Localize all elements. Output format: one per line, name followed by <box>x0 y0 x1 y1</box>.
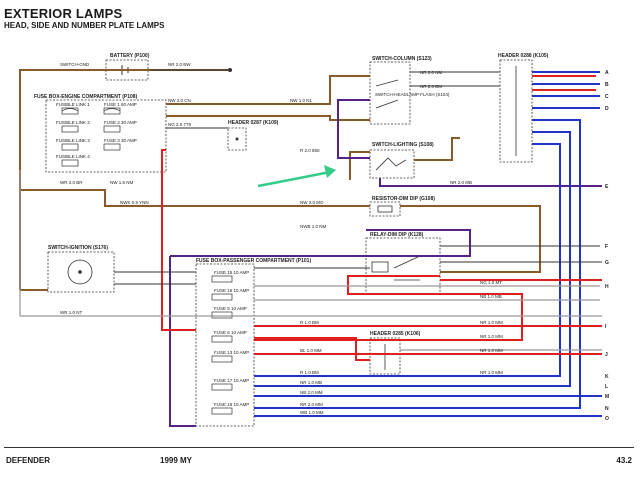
terminal-label: O <box>605 416 609 422</box>
black-wires <box>114 69 602 285</box>
wire-labels: SWITCH-GND NR 2.0 BW NW 2.0 CN NG 2.0 77… <box>60 62 503 415</box>
fuse-label: FUSIBLE LINK 2 <box>56 120 90 125</box>
wire-label: NG 2.0 779 <box>168 122 192 127</box>
terminal-label: A <box>605 70 609 76</box>
fuse-label: FUSE 17 10 AMP <box>214 378 249 383</box>
battery-component: BATTERY (P100) <box>105 53 150 81</box>
red-wires <box>161 75 602 361</box>
fuse-label: FUSIBLE LINK 1 <box>56 102 90 107</box>
fuse-label: FUSE 3 30 AMP <box>104 138 137 143</box>
wire-label: NR 2.0 BW <box>168 62 191 67</box>
wire-label: R 2.0 850 <box>300 148 320 153</box>
wire-label: NR 1.0 MM <box>480 334 503 339</box>
header-k106-label: HEADER 0285 (K106) <box>370 331 421 337</box>
fusebox-passenger-label: FUSE BOX-PASSENGER COMPARTMENT (P101) <box>196 258 311 264</box>
switch-lighting-label: SWITCH-LIGHTING (S108) <box>372 142 434 148</box>
wire-label: NW 1.0 N1 <box>290 98 313 103</box>
terminal-label: H <box>605 284 609 290</box>
green-arrow-icon <box>257 165 336 188</box>
header-k105-label: HEADER 0288 (K105) <box>498 53 549 59</box>
header-k105: HEADER 0288 (K105) <box>498 53 549 163</box>
terminal-label: M <box>605 394 609 400</box>
wire-label: WR 1.0 NT <box>60 310 83 315</box>
header-k106: HEADER 0285 (K106) <box>369 331 421 375</box>
terminal-label: I <box>605 324 607 330</box>
fuse-label: FUSIBLE LINK 3 <box>56 138 90 143</box>
wire-label: NW 2.0 CN <box>168 98 191 103</box>
wire-label: NG 1.0 MT <box>480 280 502 285</box>
wire-label: WR 2.0 BR <box>60 180 83 185</box>
wire-label: NB 2.0 MM <box>300 390 323 395</box>
wire-label: SWITCH-GND <box>60 62 90 67</box>
fuse-label: FUSE 5 10 AMP <box>214 306 247 311</box>
resistor-label: RESISTOR-DIM DIP (G108) <box>372 196 435 202</box>
fusebox-engine-label: FUSE BOX-ENGINE COMPARTMENT (P108) <box>34 94 138 100</box>
terminal-label: E <box>605 184 609 190</box>
switch-ignition: SWITCH-IGNITION (S176) <box>47 245 115 293</box>
wire-label: NR 1.0 MM <box>480 370 503 375</box>
switch-column-label: SWITCH-COLUMN (S123) <box>372 56 432 62</box>
terminal-label: G <box>605 260 609 266</box>
footer-page-number: 43.2 <box>616 456 632 465</box>
relay-label: RELAY-DIM DIP (K128) <box>370 232 424 238</box>
footer-year: 1999 MY <box>160 456 193 465</box>
purple-wires <box>169 99 602 427</box>
wire-label: NW 1.5 NM <box>110 180 134 185</box>
page-title: EXTERIOR LAMPS <box>4 6 123 21</box>
wire-label: NW 2.0 MO <box>300 200 324 205</box>
switch-column: SWITCH-COLUMN (S123) SWITCH-HEADLAMP FLA… <box>369 56 450 125</box>
resistor-dim-dip: RESISTOR-DIM DIP (G108) <box>369 196 435 217</box>
header-k109: HEADER 0287 (K109) <box>227 120 279 151</box>
terminal-label: D <box>605 106 609 112</box>
switch-flash-label: SWITCH-HEADLAMP FLASH (S104) <box>375 92 450 97</box>
wire-label: NR 2.0 NM <box>420 70 443 75</box>
terminal-label: L <box>605 384 608 390</box>
terminal-label: F <box>605 244 608 250</box>
footer-model: DEFENDER <box>6 456 51 465</box>
wire-label: NWB 1.0 NM <box>300 224 327 229</box>
footer-divider <box>4 447 634 448</box>
fuse-label: FUSE 16 10 AMP <box>214 288 249 293</box>
header-k109-label: HEADER 0287 (K109) <box>228 120 279 126</box>
battery-label: BATTERY (P100) <box>110 53 150 59</box>
blue-wires <box>254 71 602 417</box>
fuse-label: FUSE 6 10 AMP <box>214 330 247 335</box>
wire-label: NB 1.0 MB <box>480 294 502 299</box>
relay-dim-dip: RELAY-DIM DIP (K128) <box>365 232 441 295</box>
wire-label: NWK 0.5 YNN <box>120 200 149 205</box>
wire-label: NR 2.0 BM <box>420 84 442 89</box>
wire-label: BL 1.0 MM <box>300 348 322 353</box>
wire-label: NR 1.0 MB <box>300 380 322 385</box>
wire-label: NR 2.0 MB <box>450 180 472 185</box>
page-subtitle: HEAD, SIDE AND NUMBER PLATE LAMPS <box>4 21 165 30</box>
fuse-label: FUSE 15 10 AMP <box>214 270 249 275</box>
wire-label: NR 1.0 MM <box>480 320 503 325</box>
gray-wires <box>19 170 602 351</box>
terminal-label: C <box>605 94 609 100</box>
edge-terminals: A B C D E F G H I J K L M N O <box>605 70 609 422</box>
fuse-label: FUSE 1 60 AMP <box>104 102 137 107</box>
terminal-label: K <box>605 374 609 380</box>
fuse-label: FUSE 18 10 AMP <box>214 402 249 407</box>
terminal-markers <box>228 68 232 72</box>
fusebox-engine: FUSE BOX-ENGINE COMPARTMENT (P108) FUSIB… <box>34 94 167 173</box>
wire-label: NR 1.0 MM <box>480 348 503 353</box>
switch-ignition-label: SWITCH-IGNITION (S176) <box>48 245 108 251</box>
fuse-label: FUSE 13 10 AMP <box>214 350 249 355</box>
switch-lighting: SWITCH-LIGHTING (S108) <box>369 142 434 179</box>
wire-label: NR 2.0 MM <box>300 402 323 407</box>
terminal-label: J <box>605 352 608 358</box>
terminal-label: N <box>605 406 609 412</box>
wire-label: R 1.0 BM <box>300 320 319 325</box>
fuse-label: FUSIBLE LINK 4 <box>56 154 90 159</box>
fuse-label: FUSE 2 30 AMP <box>104 120 137 125</box>
fusebox-passenger: FUSE BOX-PASSENGER COMPARTMENT (P101) FU… <box>195 258 311 427</box>
wire-label: R 1.0 BM <box>300 370 319 375</box>
terminal-label: B <box>605 82 609 88</box>
wire-label: WB 1.0 MM <box>300 410 324 415</box>
